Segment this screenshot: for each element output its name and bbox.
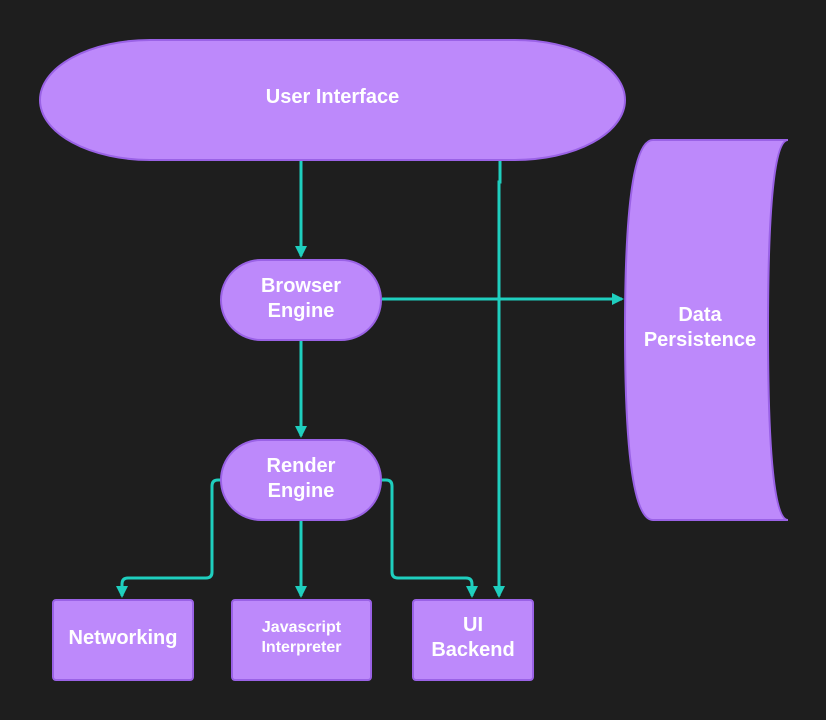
browser-engine-node[interactable] [220, 259, 382, 341]
edge-render-engine-to-networking [116, 478, 221, 598]
networking-node[interactable] [52, 599, 194, 681]
javascript-interpreter-node[interactable] [231, 599, 372, 681]
edge-render-engine-to-ui-backend [381, 478, 478, 598]
edge-ui-to-ui-backend [493, 160, 505, 598]
user-interface-node[interactable] [39, 39, 626, 161]
connectors [116, 160, 624, 598]
ui-backend-node[interactable] [412, 599, 534, 681]
data-persistence-node[interactable] [623, 139, 789, 521]
nodes [39, 39, 789, 681]
render-engine-node[interactable] [220, 439, 382, 521]
